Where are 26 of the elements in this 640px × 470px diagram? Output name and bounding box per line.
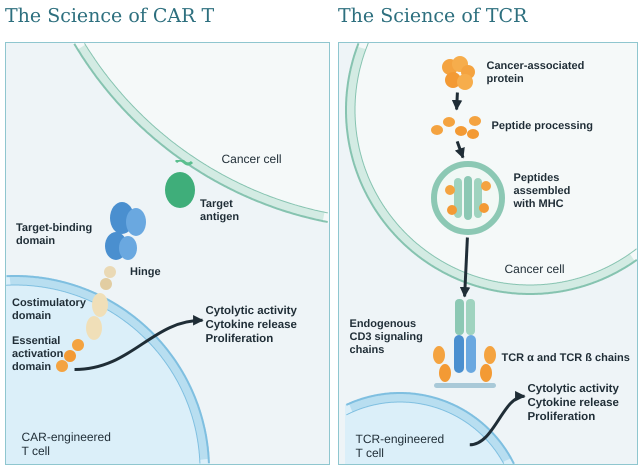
panel-title: The Science of TCR <box>338 5 528 27</box>
protein-cluster-drawing <box>440 54 476 90</box>
arrow <box>460 237 470 298</box>
part-label: Essential activation domain <box>12 335 64 374</box>
arrow <box>452 92 462 111</box>
caption-text: Peptide processing <box>492 120 594 132</box>
arrow <box>74 316 204 371</box>
outcome-text: Cytolytic activity Cytokine release Proliferation <box>528 382 637 424</box>
cell-drawing <box>344 43 637 296</box>
cell-drawing <box>72 43 329 224</box>
part-label: Hinge <box>130 266 162 279</box>
cell-label: Cancer cell <box>504 262 566 276</box>
cell-label: Cancer cell <box>222 152 283 166</box>
caption-text: Cancer-associated protein <box>486 60 586 86</box>
part-label: Target-binding domain <box>16 222 94 248</box>
cell-label: CAR-engineered T cell <box>22 430 112 458</box>
caption-text: Peptides assembled with MHC <box>514 172 572 210</box>
caption-text: Endogenous CD3 signaling chains <box>350 318 424 356</box>
cell-label: TCR-engineered T cell <box>356 432 446 460</box>
arrow <box>454 140 465 159</box>
caption-text: TCR α and TCR ß chains <box>502 352 631 364</box>
part-label: Target antigen <box>200 198 240 224</box>
outcome-text: Cytolytic activity Cytokine release Proliferation <box>206 304 324 346</box>
arrow <box>470 392 526 446</box>
panel-title: The Science of CAR T <box>5 5 214 27</box>
part-label: Costimulatory domain <box>12 297 87 323</box>
